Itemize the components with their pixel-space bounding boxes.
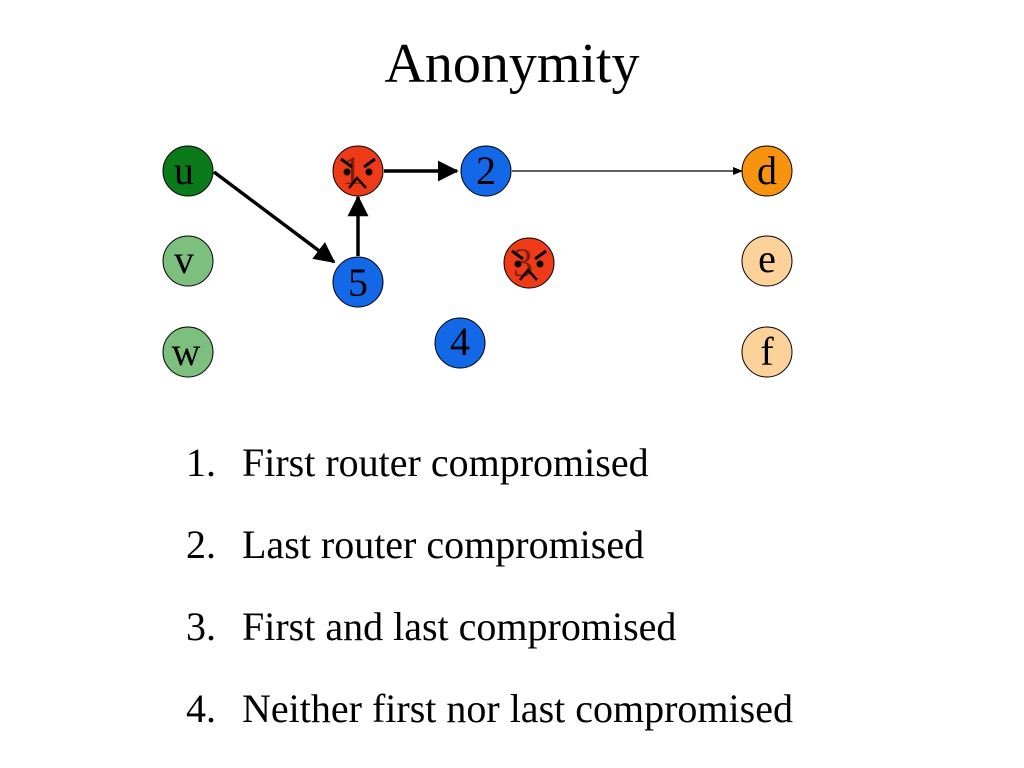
- node-label-d: d: [757, 148, 777, 193]
- edge-u-to-5: [212, 170, 336, 264]
- destination-node-e: e: [741, 235, 793, 287]
- source-node-u: u: [162, 145, 214, 197]
- case-number: 3.: [186, 604, 216, 649]
- router-node-1: 1: [332, 145, 384, 197]
- edges: [212, 160, 743, 264]
- node-label-u: u: [174, 148, 194, 193]
- node-label-4: 4: [450, 319, 470, 364]
- source-node-v: v: [162, 235, 214, 287]
- node-label-5: 5: [348, 260, 368, 305]
- angry-face-icon: [511, 249, 547, 281]
- network-diagram: u v w 1 2 3: [162, 145, 793, 378]
- destination-node-f: f: [741, 326, 793, 378]
- router-node-4: 4: [434, 317, 486, 369]
- node-label-3: 3: [513, 240, 533, 285]
- case-item: 3. First and last compromised: [186, 602, 793, 684]
- router-node-3: 3: [503, 237, 555, 289]
- case-number: 4.: [186, 686, 216, 731]
- slide-title: Anonymity: [384, 33, 640, 95]
- case-item: 4. Neither first nor last compromised: [186, 684, 793, 766]
- router-node-5: 5: [332, 256, 384, 308]
- case-text: First router compromised: [242, 440, 649, 485]
- angry-face-icon: [340, 157, 376, 189]
- node-label-v: v: [174, 237, 194, 282]
- node-label-f: f: [760, 329, 774, 374]
- node-label-w: w: [172, 329, 201, 374]
- source-node-w: w: [162, 326, 214, 378]
- node-label-2: 2: [476, 148, 496, 193]
- case-item: 2. Last router compromised: [186, 520, 793, 602]
- case-number: 2.: [186, 522, 216, 567]
- node-label-e: e: [758, 236, 776, 281]
- node-label-1: 1: [342, 148, 362, 193]
- case-text: Last router compromised: [242, 522, 645, 567]
- case-text: First and last compromised: [242, 604, 677, 649]
- destination-node-d: d: [741, 145, 793, 197]
- case-number: 1.: [186, 440, 216, 485]
- router-node-2: 2: [460, 145, 512, 197]
- case-text: Neither first nor last compromised: [242, 686, 793, 731]
- case-list: 1. First router compromised 2. Last router…: [186, 438, 793, 766]
- case-item: 1. First router compromised: [186, 438, 793, 520]
